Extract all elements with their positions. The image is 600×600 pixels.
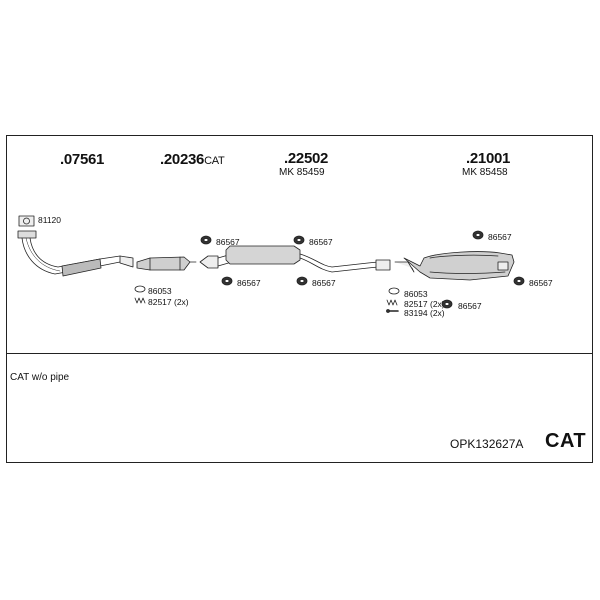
label-gasket: 81120	[38, 215, 62, 225]
label-hanger-c: 86567	[309, 237, 333, 247]
hanger-f-icon	[513, 276, 525, 286]
hanger-d-icon	[296, 276, 308, 286]
hanger-a-icon	[200, 235, 212, 245]
bolt-right-icon	[386, 309, 399, 313]
ring-left-icon	[134, 285, 146, 293]
label-hanger-f: 86567	[529, 278, 553, 288]
hanger-g-icon	[441, 299, 453, 309]
ring-right-icon	[388, 287, 400, 295]
label-hanger-e: 86567	[488, 232, 512, 242]
label-hanger-b: 86567	[237, 278, 261, 288]
label-hanger-g: 86567	[458, 301, 482, 311]
mounting-kit-rear: MK 85458	[462, 167, 508, 178]
label-spring-right: 82517 (2x)	[404, 299, 445, 309]
catalyst-icon	[136, 256, 197, 271]
mounting-kit-middle: MK 85459	[279, 167, 325, 178]
part-number-middle-silencer: .22502	[284, 150, 329, 167]
category-label: CAT	[545, 430, 587, 452]
part-number-catalyst: .20236CAT	[160, 151, 225, 168]
kit-code: OPK132627A	[450, 437, 524, 451]
label-bolt-right: 83194 (2x)	[404, 308, 445, 318]
label-hanger-a: 86567	[216, 237, 240, 247]
label-spring-left: 82517 (2x)	[148, 297, 189, 307]
spring-right-icon	[386, 299, 398, 306]
gasket-icon	[18, 215, 35, 227]
front-pipe-icon	[17, 230, 134, 277]
hanger-c-icon	[293, 235, 305, 245]
label-ring-left: 86053	[148, 286, 172, 296]
hanger-b-icon	[221, 276, 233, 286]
diagram-frame	[6, 135, 593, 463]
hanger-e-icon	[472, 230, 484, 240]
label-hanger-d: 86567	[312, 278, 336, 288]
spring-left-icon	[134, 297, 146, 304]
note-text: CAT w/o pipe	[10, 372, 70, 383]
section-divider	[6, 353, 593, 354]
part-number-front-pipe: .07561	[60, 151, 105, 168]
label-ring-right: 86053	[404, 289, 428, 299]
part-number-rear-silencer: .21001	[466, 150, 511, 167]
middle-pipe-icon	[199, 245, 391, 273]
rear-silencer-icon	[394, 251, 515, 281]
